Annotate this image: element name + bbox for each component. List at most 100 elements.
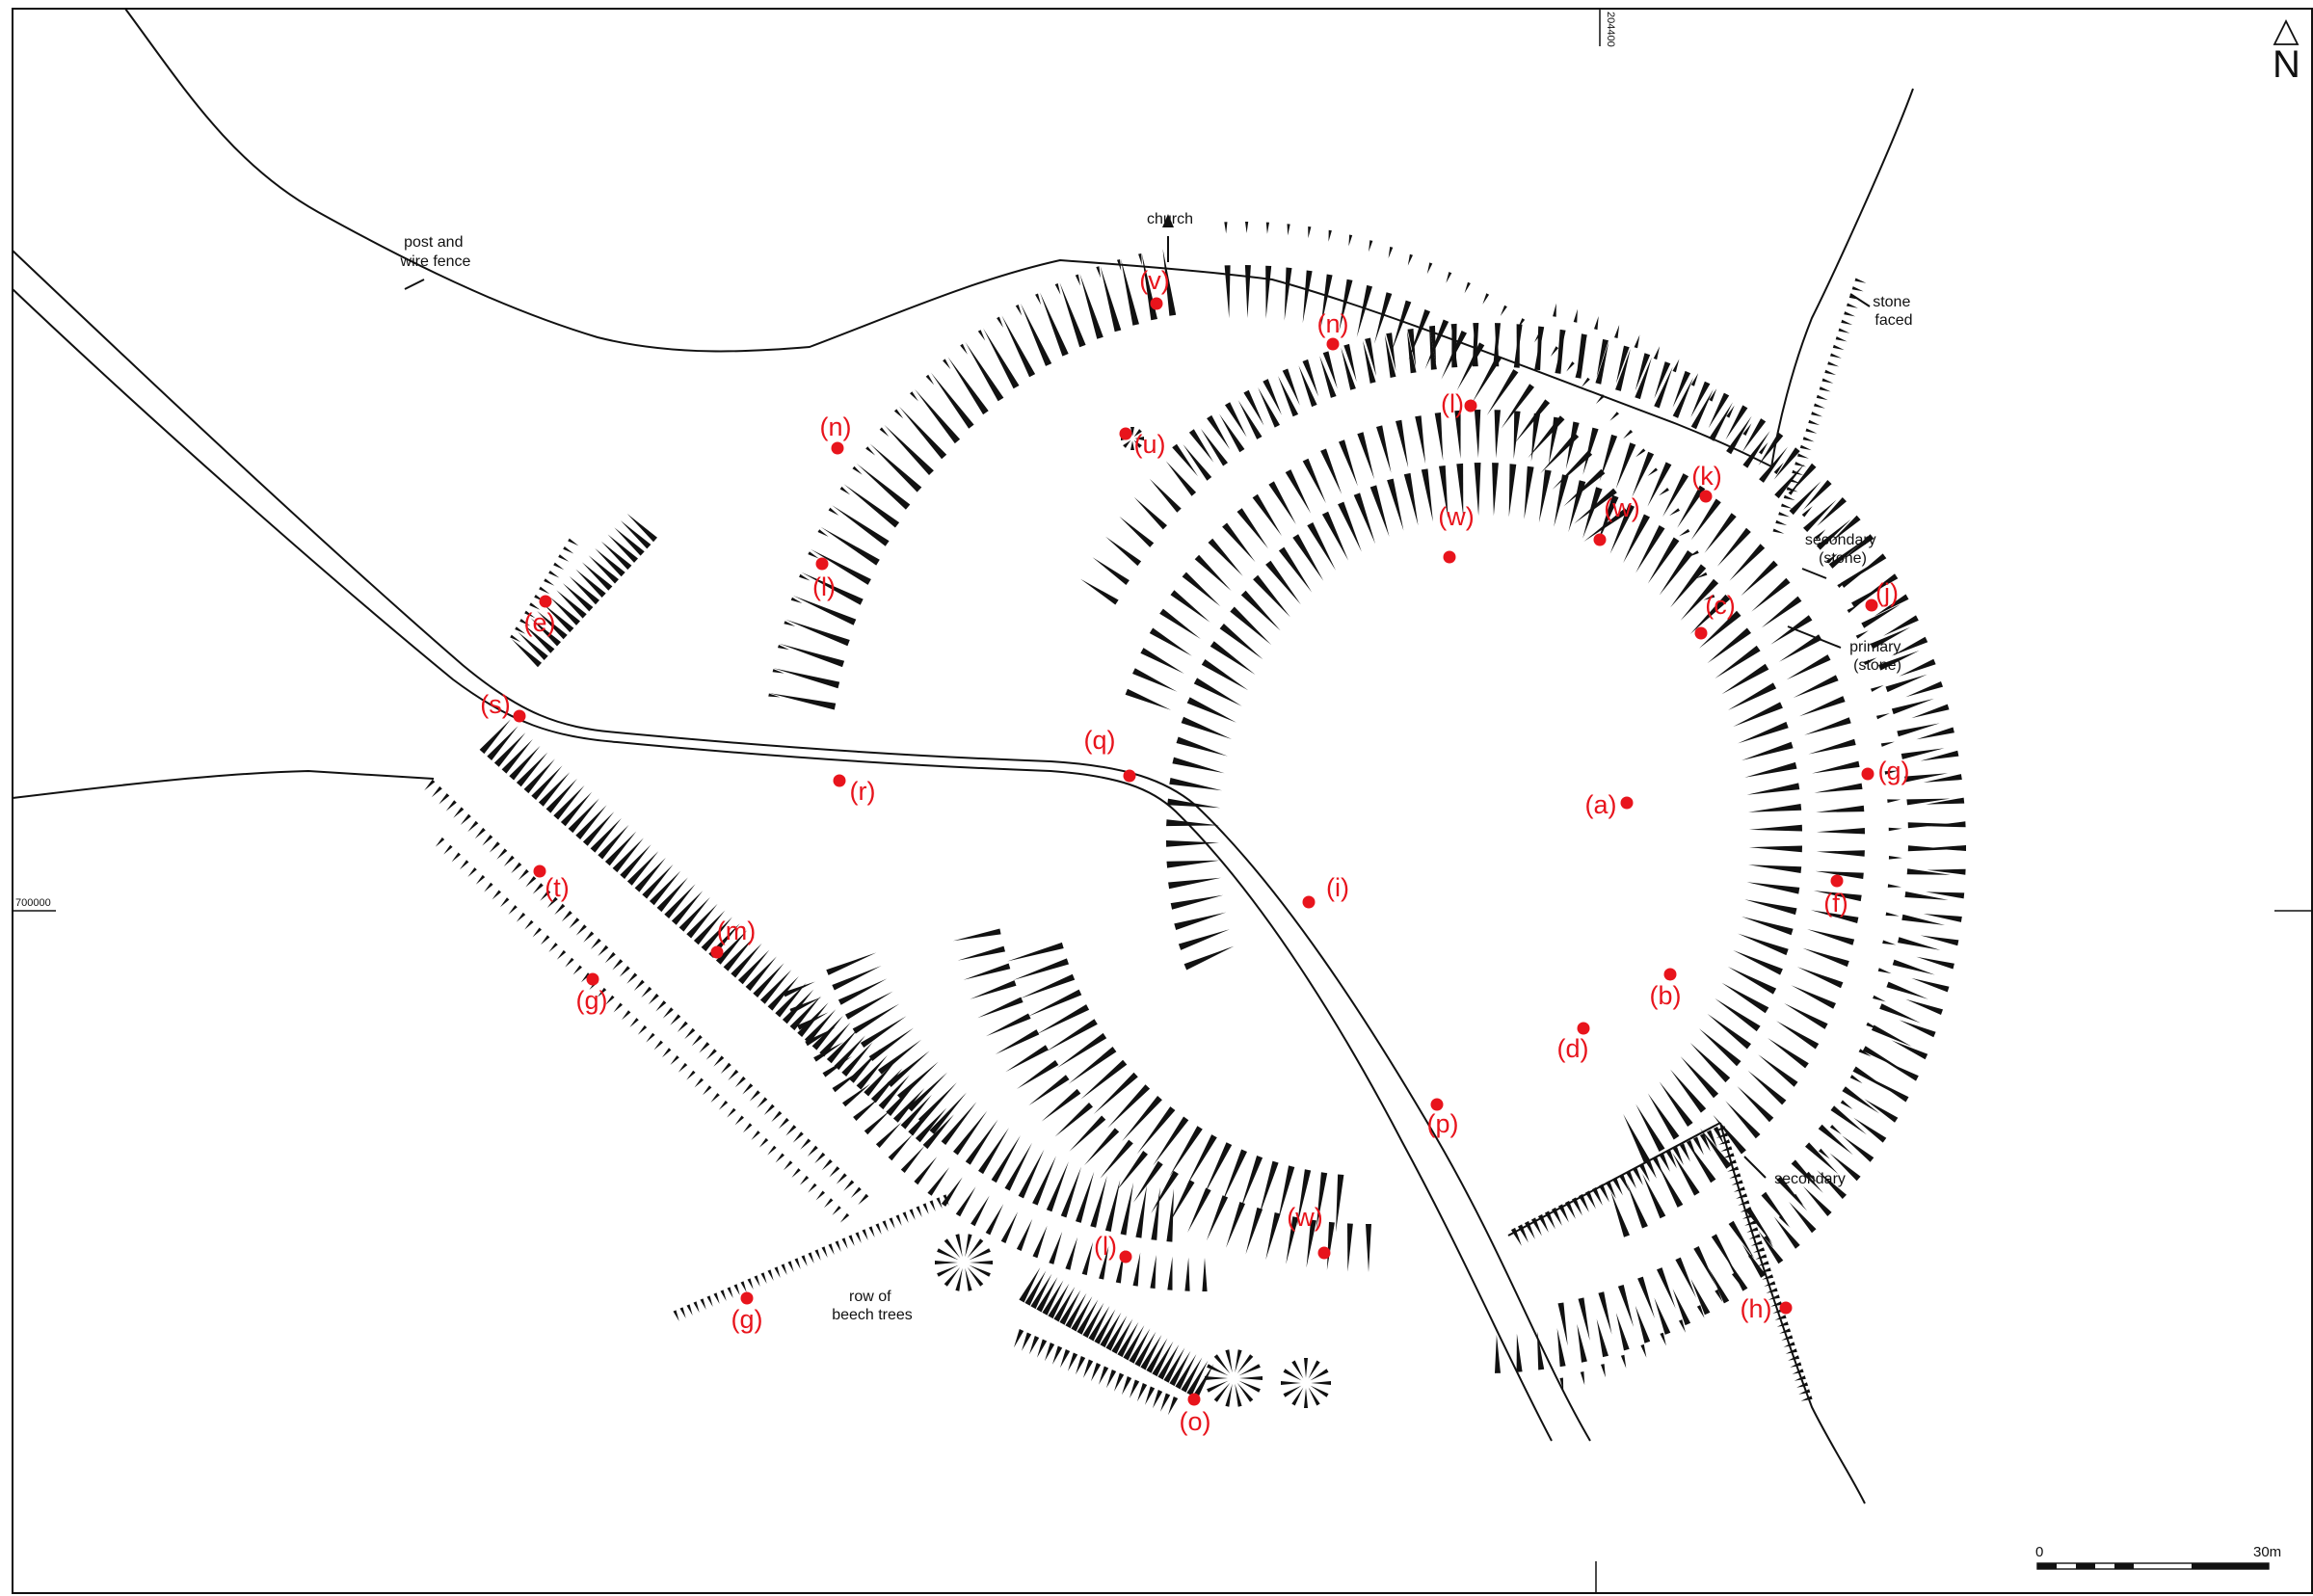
survey-marker: (v) bbox=[1139, 266, 1170, 310]
field-boundary-south-east bbox=[1719, 1122, 1866, 1504]
marker-dot bbox=[1302, 895, 1316, 909]
secondary-annotation: secondary bbox=[1774, 1171, 1846, 1187]
survey-marker: (u) bbox=[1119, 427, 1166, 459]
marker-dot bbox=[1699, 490, 1713, 503]
church-annotation: church bbox=[1147, 211, 1193, 227]
marker-label: (t) bbox=[545, 873, 569, 902]
survey-marker: (s) bbox=[480, 690, 526, 723]
marker-dot bbox=[533, 864, 546, 878]
north-arrow: N bbox=[2273, 18, 2300, 86]
stone-faced-annotation: stone faced bbox=[1873, 294, 1915, 329]
marker-label: (j) bbox=[1875, 578, 1899, 607]
marker-label: (v) bbox=[1139, 266, 1169, 295]
marker-dot bbox=[1577, 1022, 1590, 1035]
marker-label: (l) bbox=[1094, 1232, 1117, 1261]
marker-dot bbox=[1119, 1250, 1132, 1264]
easting-label: 204400 bbox=[1605, 12, 1616, 47]
marker-dot bbox=[1620, 796, 1634, 810]
survey-marker: (l) bbox=[812, 557, 836, 601]
marker-label: (n) bbox=[1317, 309, 1349, 338]
survey-marker: (p) bbox=[1427, 1098, 1459, 1138]
marker-label: (d) bbox=[1557, 1034, 1589, 1063]
survey-marker: (e) bbox=[524, 595, 556, 637]
marker-dot bbox=[1443, 550, 1456, 564]
marker-dot bbox=[831, 441, 844, 455]
north-letter: N bbox=[2273, 43, 2300, 86]
marker-dot bbox=[1123, 769, 1136, 783]
annotation-leaders bbox=[404, 214, 1871, 1179]
grid-references: 204400 700000 bbox=[13, 9, 2312, 1593]
marker-label: (l) bbox=[812, 572, 836, 601]
marker-label: (b) bbox=[1650, 981, 1682, 1010]
marker-label: (r) bbox=[850, 777, 876, 806]
survey-marker: (l) bbox=[1441, 389, 1477, 418]
field-boundary-east bbox=[1770, 88, 1914, 468]
survey-marker: (t) bbox=[533, 864, 570, 902]
marker-label: (s) bbox=[480, 690, 510, 719]
marker-label: (g) bbox=[576, 986, 608, 1015]
marker-label: (w) bbox=[1604, 493, 1639, 522]
survey-marker: (g) bbox=[731, 1291, 763, 1334]
marker-label: (q) bbox=[1084, 726, 1116, 755]
survey-marker: (m) bbox=[710, 917, 756, 959]
north-arrow-icon bbox=[2273, 18, 2300, 45]
scale-start-label: 0 bbox=[2035, 1544, 2043, 1560]
survey-marker: (b) bbox=[1650, 968, 1682, 1010]
earthwork-hachures bbox=[424, 222, 1966, 1416]
marker-label: (l) bbox=[1441, 389, 1464, 418]
marker-dot bbox=[833, 774, 846, 787]
boundary-cross-link bbox=[1507, 1122, 1721, 1237]
survey-marker: (f) bbox=[1823, 874, 1848, 918]
field-wall-west bbox=[12, 769, 435, 799]
marker-dot bbox=[513, 709, 526, 723]
marker-label: (g) bbox=[1878, 757, 1910, 785]
survey-marker: (d) bbox=[1557, 1022, 1590, 1063]
survey-marker: (w) bbox=[1438, 502, 1475, 564]
marker-label: (u) bbox=[1134, 430, 1166, 459]
survey-marker: (o) bbox=[1180, 1393, 1211, 1436]
marker-dot bbox=[539, 595, 552, 608]
marker-label: (c) bbox=[1705, 591, 1735, 620]
marker-dot bbox=[1830, 874, 1844, 888]
survey-marker: (l) bbox=[1094, 1232, 1132, 1264]
survey-marker: (k) bbox=[1691, 462, 1722, 503]
marker-dot bbox=[815, 557, 829, 571]
marker-label: (w) bbox=[1438, 502, 1474, 531]
marker-dot bbox=[710, 945, 724, 959]
marker-dot bbox=[1119, 427, 1132, 440]
survey-marker: (n) bbox=[820, 412, 852, 455]
marker-label: (o) bbox=[1180, 1407, 1211, 1436]
marker-dot bbox=[1694, 626, 1708, 640]
marker-label: (k) bbox=[1691, 462, 1721, 491]
marker-dot bbox=[1430, 1098, 1444, 1111]
secondary-stone-annotation: secondary (stone) bbox=[1805, 532, 1880, 567]
survey-marker: (c) bbox=[1694, 591, 1736, 640]
survey-marker: (j) bbox=[1865, 578, 1899, 612]
survey-marker: (w) bbox=[1593, 493, 1640, 546]
marker-dot bbox=[740, 1291, 754, 1305]
fence-line bbox=[124, 8, 1774, 468]
marker-label: (f) bbox=[1823, 889, 1848, 918]
marker-dot bbox=[1865, 598, 1878, 612]
survey-marker: (h) bbox=[1741, 1294, 1793, 1323]
survey-marker: (a) bbox=[1585, 790, 1634, 819]
northing-label: 700000 bbox=[15, 897, 51, 909]
fence-annotation: post and wire fence bbox=[400, 234, 471, 270]
survey-marker: (g) bbox=[1861, 757, 1910, 785]
marker-label: (m) bbox=[717, 917, 756, 945]
marker-label: (n) bbox=[820, 412, 852, 441]
marker-dot bbox=[1663, 968, 1677, 981]
marker-dot bbox=[1464, 399, 1477, 412]
survey-marker: (n) bbox=[1317, 309, 1349, 351]
survey-marker: (r) bbox=[833, 774, 876, 806]
scale-end-label: 30m bbox=[2253, 1544, 2281, 1560]
marker-dot bbox=[586, 972, 599, 986]
marker-label: (a) bbox=[1585, 790, 1617, 819]
scale-bar: 0 30m bbox=[2035, 1544, 2281, 1570]
marker-dot bbox=[1326, 337, 1340, 351]
marker-label: (h) bbox=[1741, 1294, 1772, 1323]
marker-label: (p) bbox=[1427, 1109, 1459, 1138]
marker-dot bbox=[1317, 1246, 1331, 1260]
survey-markers: (v) (n) (l) (n) (u) (k) (w) (w) (l) (c) (j) (e) (s) (… bbox=[480, 266, 1909, 1436]
marker-label: (w) bbox=[1287, 1203, 1322, 1232]
